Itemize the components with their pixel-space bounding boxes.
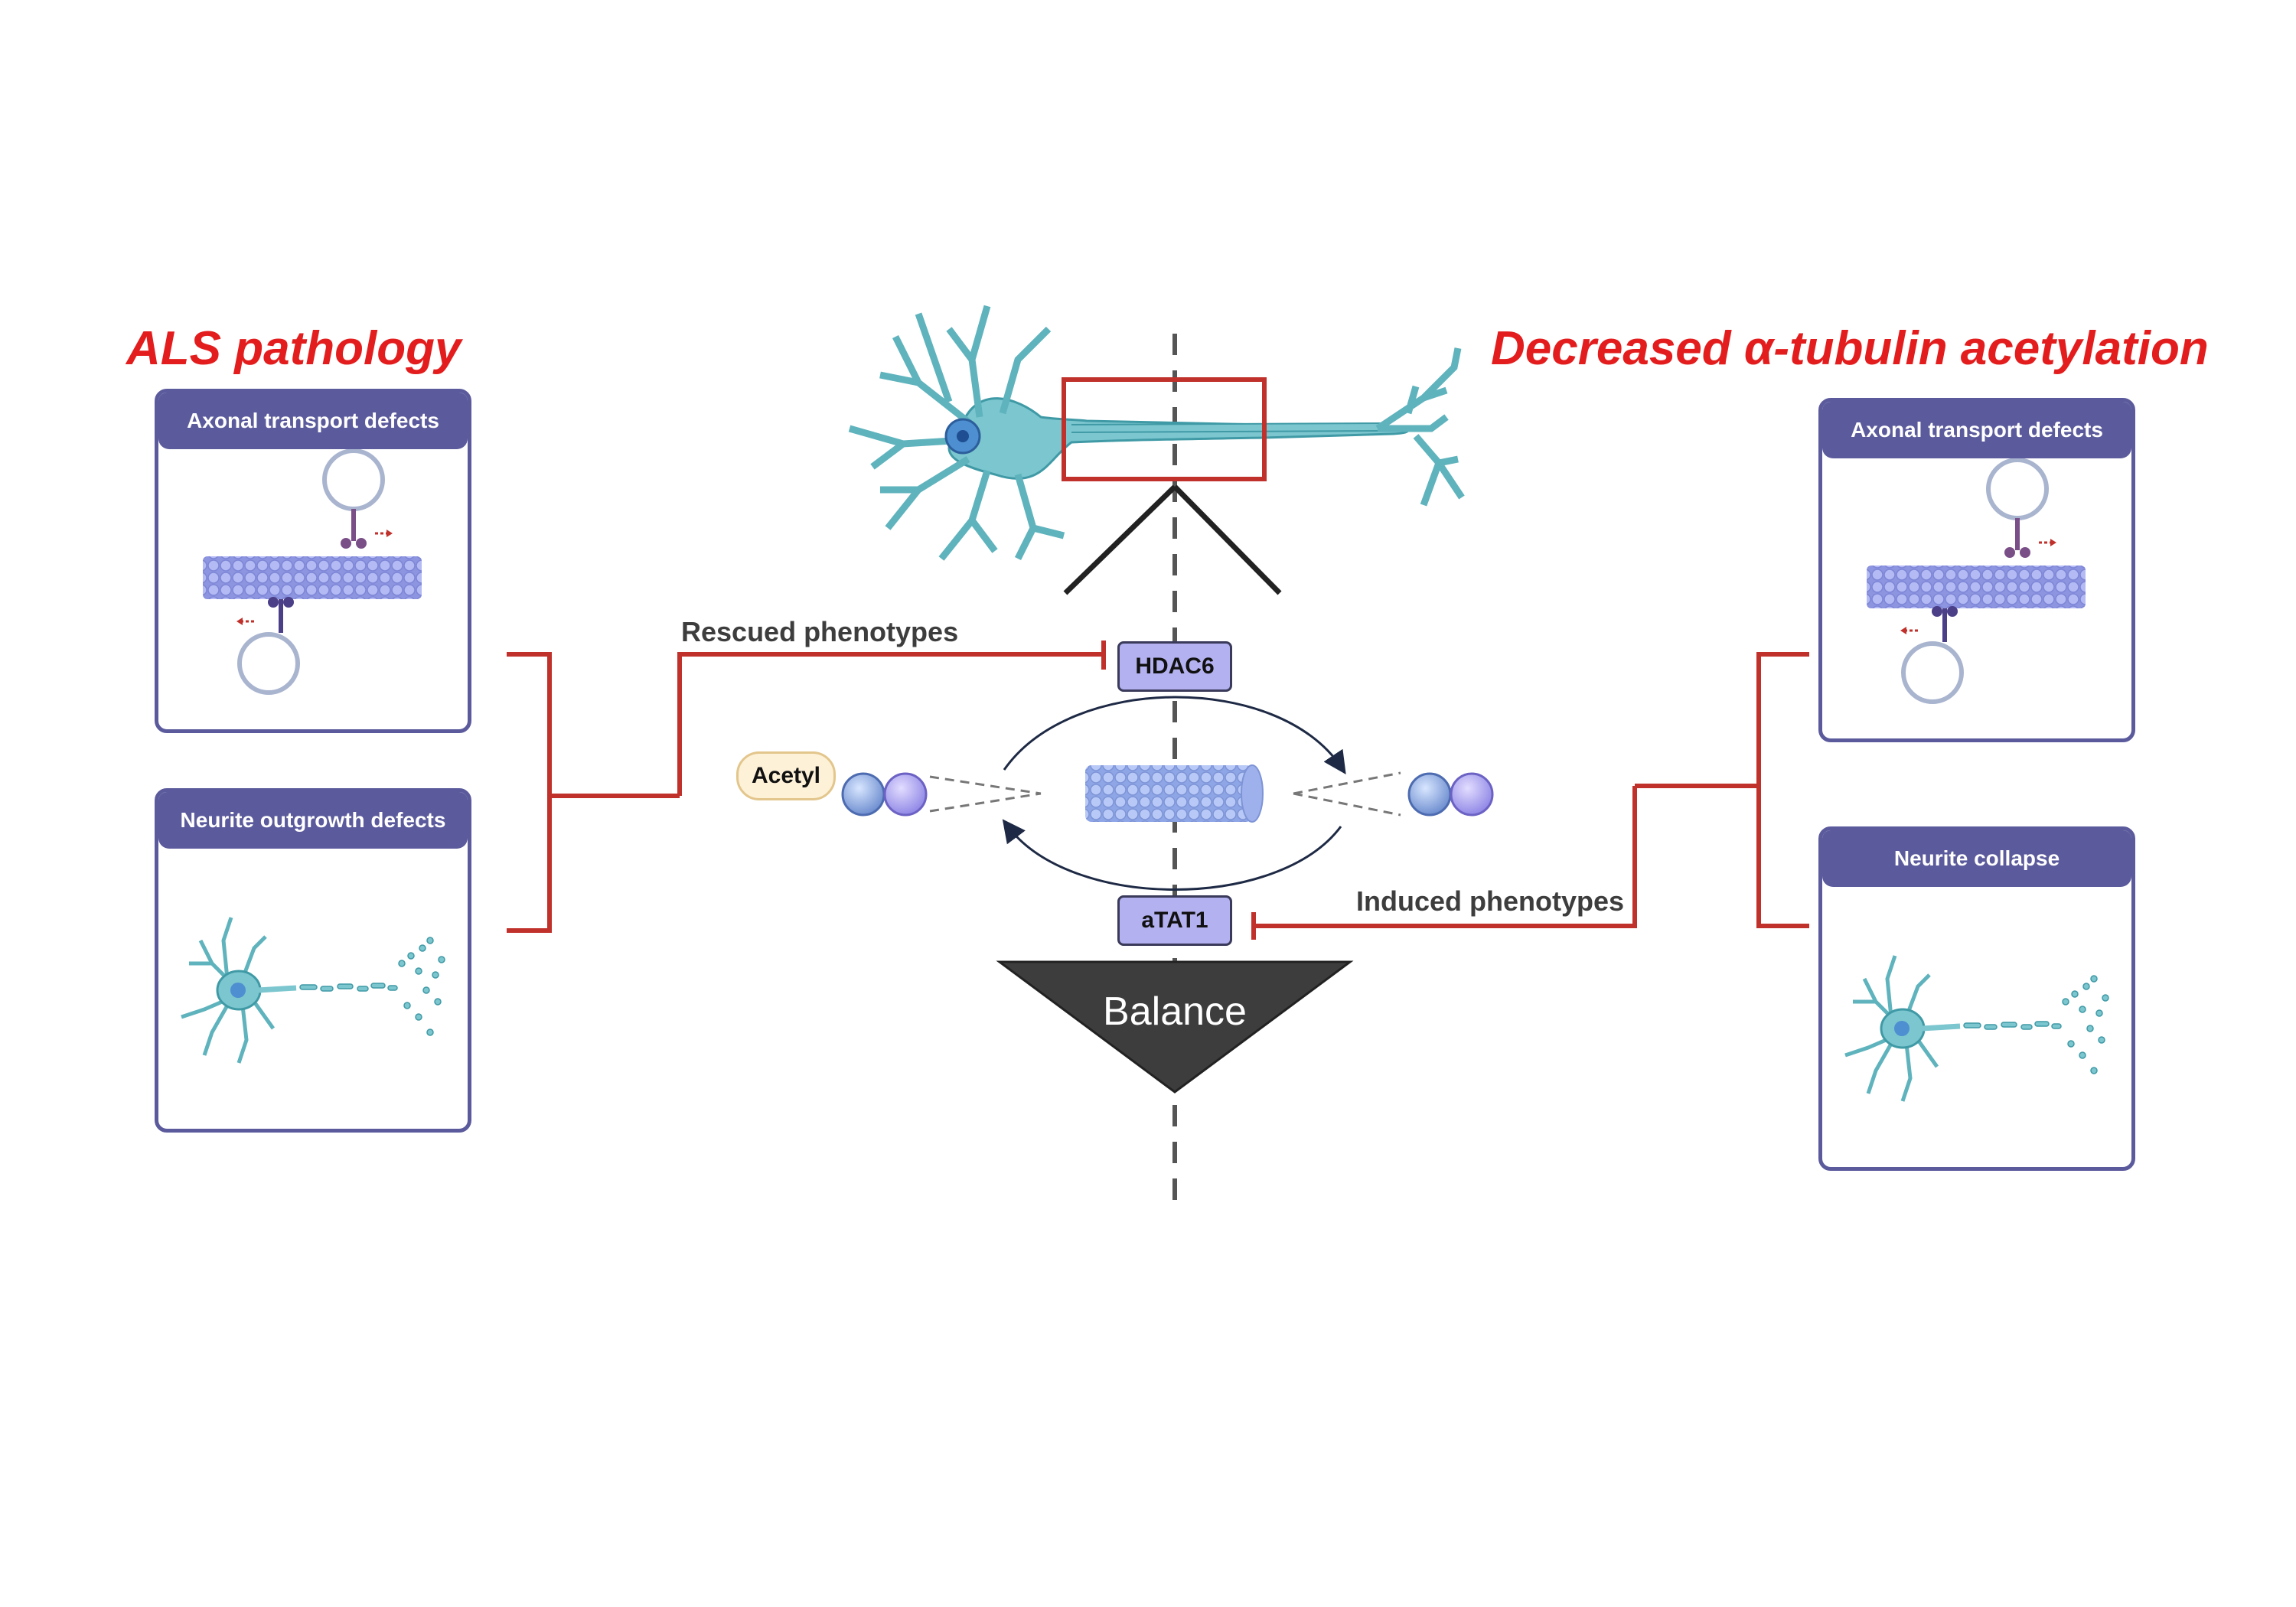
atat1-box: aTAT1 bbox=[1117, 895, 1232, 946]
heading-als-pathology: ALS pathology bbox=[126, 322, 461, 375]
induced-phenotypes-label: Induced phenotypes bbox=[1356, 885, 1625, 917]
axon-highlight-box bbox=[1062, 377, 1267, 481]
fragmented-neuron-illustration bbox=[181, 917, 445, 1064]
panel-title: Neurite collapse bbox=[1822, 830, 2131, 887]
tubulin-dimer-acetylated bbox=[841, 772, 928, 817]
fragmented-neuron-illustration bbox=[1844, 955, 2109, 1102]
axonal-transport-illustration bbox=[1867, 458, 2086, 704]
acetyl-label: Acetyl bbox=[736, 751, 836, 800]
right-panel-axonal-transport: Axonal transport defects bbox=[1818, 398, 2135, 742]
axonal-transport-illustration bbox=[203, 449, 422, 695]
left-connector bbox=[507, 641, 1106, 933]
hdac6-box: HDAC6 bbox=[1117, 641, 1232, 692]
left-panel-neurite-outgrowth: Neurite outgrowth defects bbox=[155, 788, 471, 1133]
panel-title: Axonal transport defects bbox=[158, 393, 468, 449]
balance-triangle bbox=[996, 960, 1354, 1094]
rescued-phenotypes-label: Rescued phenotypes bbox=[681, 616, 959, 647]
neuron-illustration bbox=[848, 305, 1465, 561]
left-panel-axonal-transport: Axonal transport defects bbox=[155, 389, 471, 733]
heading-decreased-acetylation: Decreased α-tubulin acetylation bbox=[1491, 322, 2209, 375]
balance-label: Balance bbox=[1103, 989, 1247, 1034]
tubulin-dimer-deacetylated bbox=[1407, 772, 1494, 817]
right-connector bbox=[1251, 652, 1809, 940]
panel-title: Neurite outgrowth defects bbox=[158, 792, 468, 849]
right-panel-neurite-collapse: Neurite collapse bbox=[1818, 826, 2135, 1171]
panel-title: Axonal transport defects bbox=[1822, 402, 2131, 458]
